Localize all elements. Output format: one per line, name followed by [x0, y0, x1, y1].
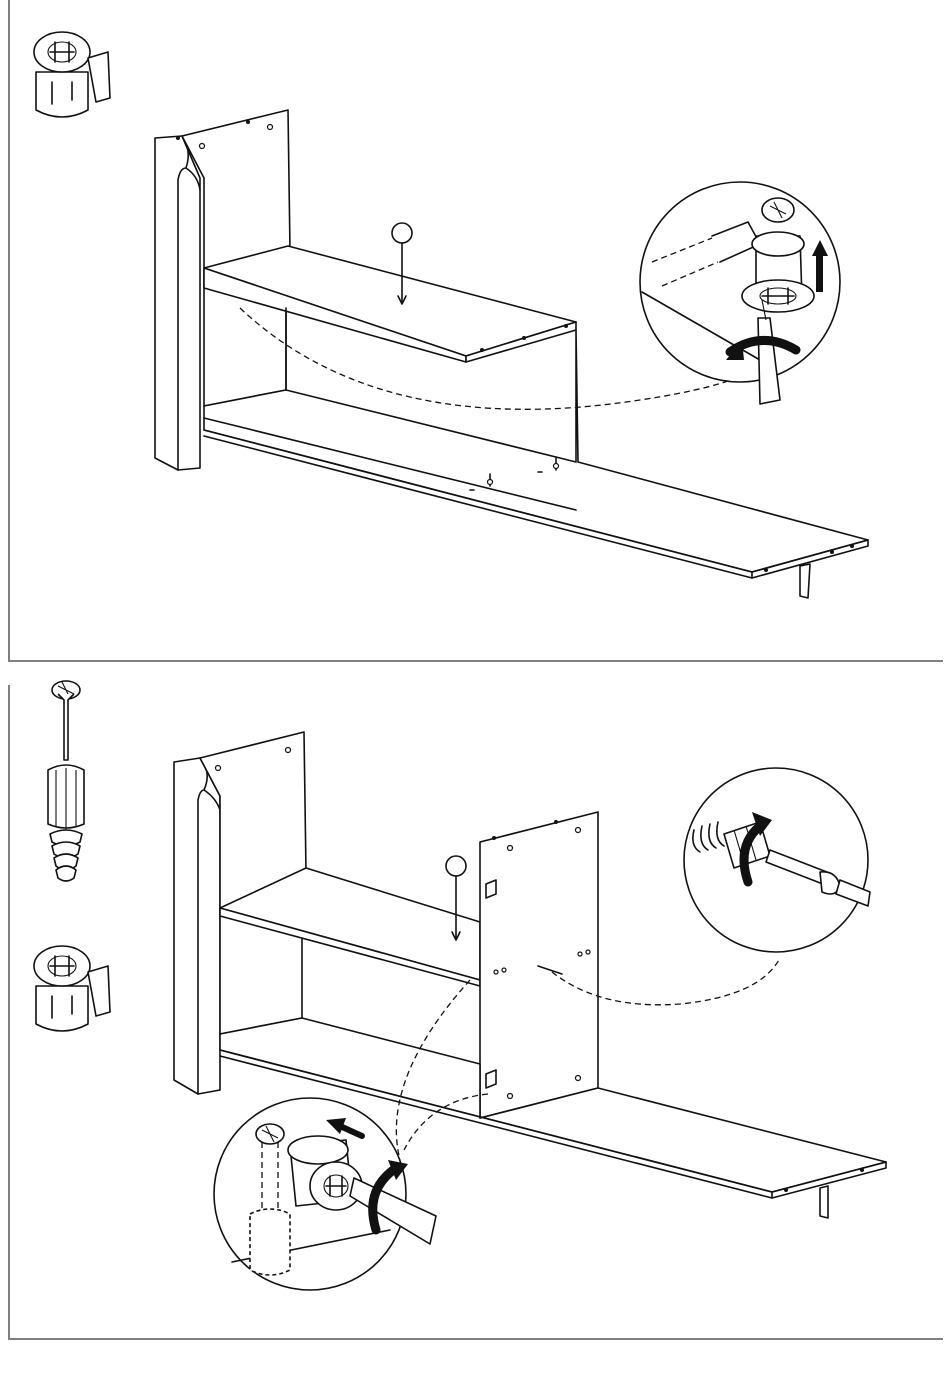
detail-view-2	[684, 768, 870, 952]
cam-lock-icon	[34, 946, 110, 1031]
cam-lock-icon	[34, 32, 110, 117]
detail-view-3	[214, 1098, 436, 1290]
divider-panel	[480, 812, 598, 1118]
cam-bolt-icon	[48, 681, 84, 881]
left-side-panel	[174, 758, 220, 1094]
detail-view-1	[640, 182, 840, 404]
left-side-panel	[155, 136, 200, 470]
